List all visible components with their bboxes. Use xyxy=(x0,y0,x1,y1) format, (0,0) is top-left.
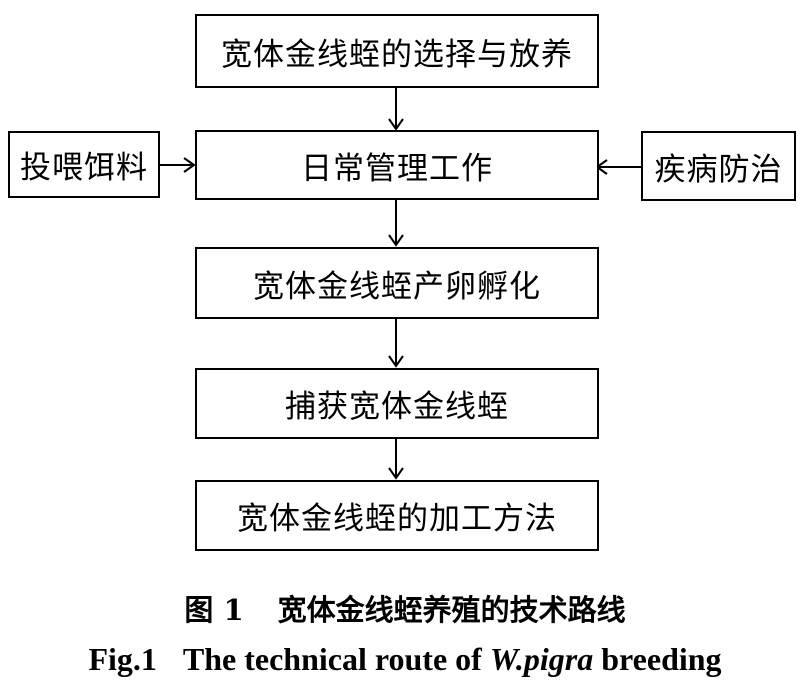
side-input-feeding: 投喂饵料 xyxy=(8,131,160,198)
flow-step-spawning-hatching: 宽体金线蛭产卵孵化 xyxy=(195,247,599,319)
arrowhead-step1-to-step2 xyxy=(388,118,404,131)
flow-step-daily-management: 日常管理工作 xyxy=(195,130,599,200)
flow-connectors xyxy=(160,88,641,480)
arrowhead-step4-to-step5 xyxy=(388,467,404,480)
arrowhead-step3-to-step4 xyxy=(388,355,404,368)
flow-step-selection-stocking: 宽体金线蛭的选择与放养 xyxy=(195,14,599,88)
figure-label-cn: 图 1 xyxy=(184,593,244,627)
figure-title-en-end: breeding xyxy=(593,641,722,677)
flow-step-label: 捕获宽体金线蛭 xyxy=(285,389,509,425)
flow-step-label: 宽体金线蛭的选择与放养 xyxy=(221,36,573,73)
flow-step-label: 宽体金线蛭的加工方法 xyxy=(237,501,557,537)
side-input-label: 投喂饵料 xyxy=(20,150,148,186)
figure-title-cn: 宽体金线蛭养殖的技术路线 xyxy=(277,593,626,627)
side-input-disease-control: 疾病防治 xyxy=(641,131,796,201)
figure-label-en: Fig.1 xyxy=(88,641,157,677)
side-input-label: 疾病防治 xyxy=(654,151,783,188)
figure-title-en-start: The technical route of xyxy=(182,641,490,677)
figure-title-en-species: W.pigra xyxy=(489,641,594,677)
arrowhead-feeding-to-management xyxy=(183,157,196,173)
figure-caption-chinese: 图 1 宽体金线蛭养殖的技术路线 xyxy=(0,587,810,629)
figure-caption-english: Fig.1 The technical route of W.pigra bree… xyxy=(0,641,810,678)
flow-step-label: 宽体金线蛭产卵孵化 xyxy=(253,268,541,305)
flow-step-processing: 宽体金线蛭的加工方法 xyxy=(195,480,599,551)
arrowhead-step2-to-step3 xyxy=(388,234,404,247)
flow-step-label: 日常管理工作 xyxy=(301,150,493,187)
flow-step-capture: 捕获宽体金线蛭 xyxy=(195,368,599,439)
